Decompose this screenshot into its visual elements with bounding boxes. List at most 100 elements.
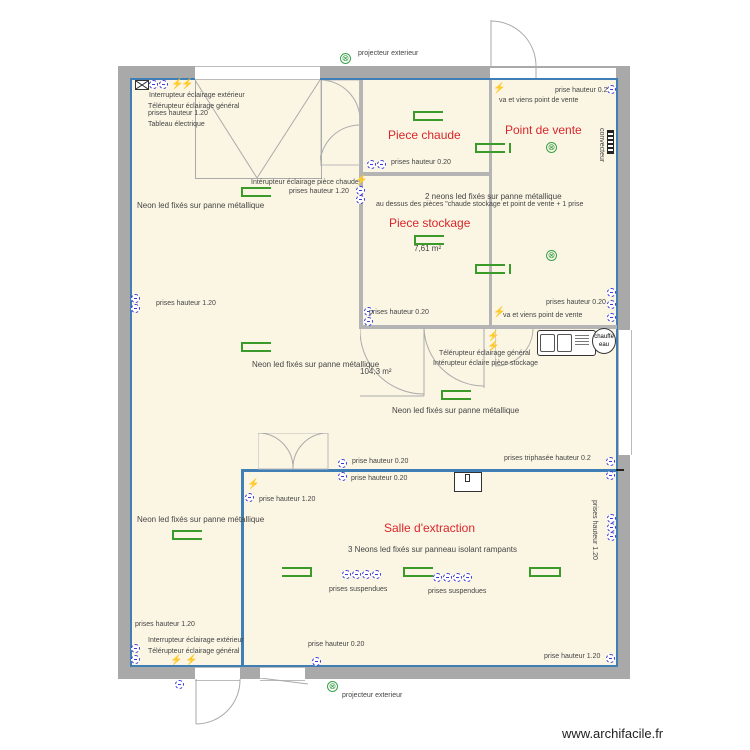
ceiling-light-icon-vente-2: ⊗ [546, 250, 557, 261]
outlet-icon [607, 85, 616, 94]
switch-icon[interactable]: ⚡ [171, 79, 184, 90]
outlet-icon [606, 457, 615, 466]
label-neon-center: Neon led fixés sur panne métallique [252, 360, 380, 369]
outline-left [130, 78, 132, 667]
switch-icon[interactable]: ⚡ [487, 341, 500, 352]
extraction-outline-left [241, 469, 244, 667]
outlet-icon [607, 514, 616, 523]
label-interrupteur-chaude: Intérupteur éclairage pièce chaude [251, 179, 359, 186]
label-telerupteur-mid: Télérupteur éclairage général [439, 350, 531, 357]
outlet-icon [131, 304, 140, 313]
exterior-wall-left [118, 66, 132, 679]
wall-chaude-left [359, 80, 363, 328]
wall-marker [616, 469, 624, 471]
outline-top [132, 78, 618, 80]
outlet-icon [356, 195, 365, 204]
outlet-icon [245, 493, 254, 502]
neon-icon-chaude-vente [475, 143, 511, 153]
label-prise-120-bottom-right: prise hauteur 1.20 [544, 653, 601, 660]
neon-icon-stockage-vente [475, 264, 511, 274]
door-top-right[interactable] [490, 20, 540, 78]
label-prises-120-left: prises hauteur 1.20 [156, 300, 216, 307]
entry-closet [195, 80, 322, 179]
label-va-et-vient-top: va et viens point de vente [499, 97, 579, 104]
outlet-icon [463, 573, 472, 582]
outlet-icon [364, 317, 373, 326]
outline-right [616, 78, 618, 667]
neon-icon-extraction-1 [282, 567, 312, 577]
outlet-icon [372, 570, 381, 579]
label-prises-120-top: prises hauteur 1.20 [148, 110, 208, 117]
outlet-icon [362, 570, 371, 579]
label-prise-020-a: prise hauteur 0.20 [352, 458, 409, 465]
closet-door-swing [320, 80, 360, 166]
outlet-icon [356, 186, 365, 195]
label-interrupteur-stock: Intérupteur éclaire pièce stockage [433, 360, 539, 367]
door-extraction[interactable] [258, 433, 330, 471]
switch-icon[interactable]: ⚡ [493, 307, 506, 318]
switch-icon[interactable]: ⚡ [185, 655, 198, 666]
outlet-icon [607, 300, 616, 309]
outlet-icon [607, 532, 616, 541]
outlet-icon [352, 570, 361, 579]
switch-icon[interactable]: ⚡ [181, 79, 194, 90]
door-bottom[interactable] [195, 679, 245, 727]
outlet-icon [607, 523, 616, 532]
outlet-icon [433, 573, 442, 582]
wall-chaude-right [489, 80, 492, 328]
label-prises-020-stock: prises hauteur 0.20 [369, 309, 429, 316]
watermark[interactable]: www.archifacile.fr [562, 726, 664, 741]
exterior-wall-bottom [118, 665, 630, 679]
water-heater: chauffe eau [592, 328, 616, 354]
switch-icon[interactable]: ⚡ [487, 331, 500, 342]
label-neon-bottom-left: Neon led fixés sur panne métallique [137, 515, 265, 524]
outlet-icon [312, 657, 321, 666]
switch-icon[interactable]: ⚡ [170, 655, 183, 666]
outlet-icon [338, 459, 347, 468]
label-va-et-vient-bottom: va et viens point de vente [503, 312, 583, 319]
convecteur-icon [607, 130, 614, 154]
projector-icon-bottom: ⊗ [327, 681, 338, 692]
room-salle-extraction: Salle d'extraction [384, 521, 476, 535]
outlet-icon [606, 471, 615, 480]
electrical-panel-icon [135, 80, 149, 90]
outlet-icon [367, 160, 376, 169]
outlet-icon [342, 570, 351, 579]
room-piece-chaude: Piece chaude [388, 128, 461, 142]
outline-bottom [130, 665, 618, 667]
outlet-icon [364, 307, 373, 316]
wall-stockage-bottom [359, 325, 617, 329]
outlet-icon [175, 680, 184, 689]
label-telerupteur-bottom: Télérupteur éclairage général [148, 648, 240, 655]
outlet-icon [149, 80, 158, 89]
label-neon-right: Neon led fixés sur panne métallique [392, 406, 520, 415]
neon-icon-stockage [414, 235, 444, 245]
door-vente[interactable] [495, 328, 535, 373]
switch-icon[interactable]: ⚡ [355, 175, 368, 186]
door-stockage[interactable] [360, 328, 490, 398]
switch-icon[interactable]: ⚡ [493, 83, 506, 94]
label-prises-120-extr-right: prises hauteur 1.20 [591, 500, 598, 560]
convecteur-label: convecteur [598, 128, 605, 163]
projector-icon-top: ⊗ [340, 53, 351, 64]
neon-icon-chaude [413, 111, 443, 121]
outlet-icon [443, 573, 452, 582]
label-neon-top-left: Neon led fixés sur panne métallique [137, 201, 265, 210]
label-prise-020-bottom: prise hauteur 0.20 [308, 641, 365, 648]
extraction-outline-top [242, 469, 618, 472]
label-tableau: Tableau électrique [148, 121, 205, 128]
label-neons-trois: 3 Neons led fixés sur panneau isolant ra… [348, 545, 517, 554]
outlet-icon [131, 655, 140, 664]
label-telerupteur-top: Télérupteur éclairage général [148, 103, 240, 110]
window-top-left [195, 66, 320, 80]
label-prises-020-vente: prises hauteur 0.20 [546, 299, 606, 306]
wall-chaude-stockage [359, 172, 492, 176]
water-heater-label: chauffe eau [594, 334, 614, 348]
label-projecteur-bottom: projecteur exterieur [342, 692, 403, 699]
switch-icon[interactable]: ⚡ [247, 479, 260, 490]
label-prises-120-bottom-left: prises hauteur 1.20 [135, 621, 195, 628]
ceiling-light-icon-vente: ⊗ [546, 142, 557, 153]
label-prises-020-chaude: prises hauteur 0.20 [391, 159, 451, 166]
neon-icon-center [441, 390, 471, 400]
label-triphasee: prises triphasée hauteur 0.2 [504, 455, 591, 462]
